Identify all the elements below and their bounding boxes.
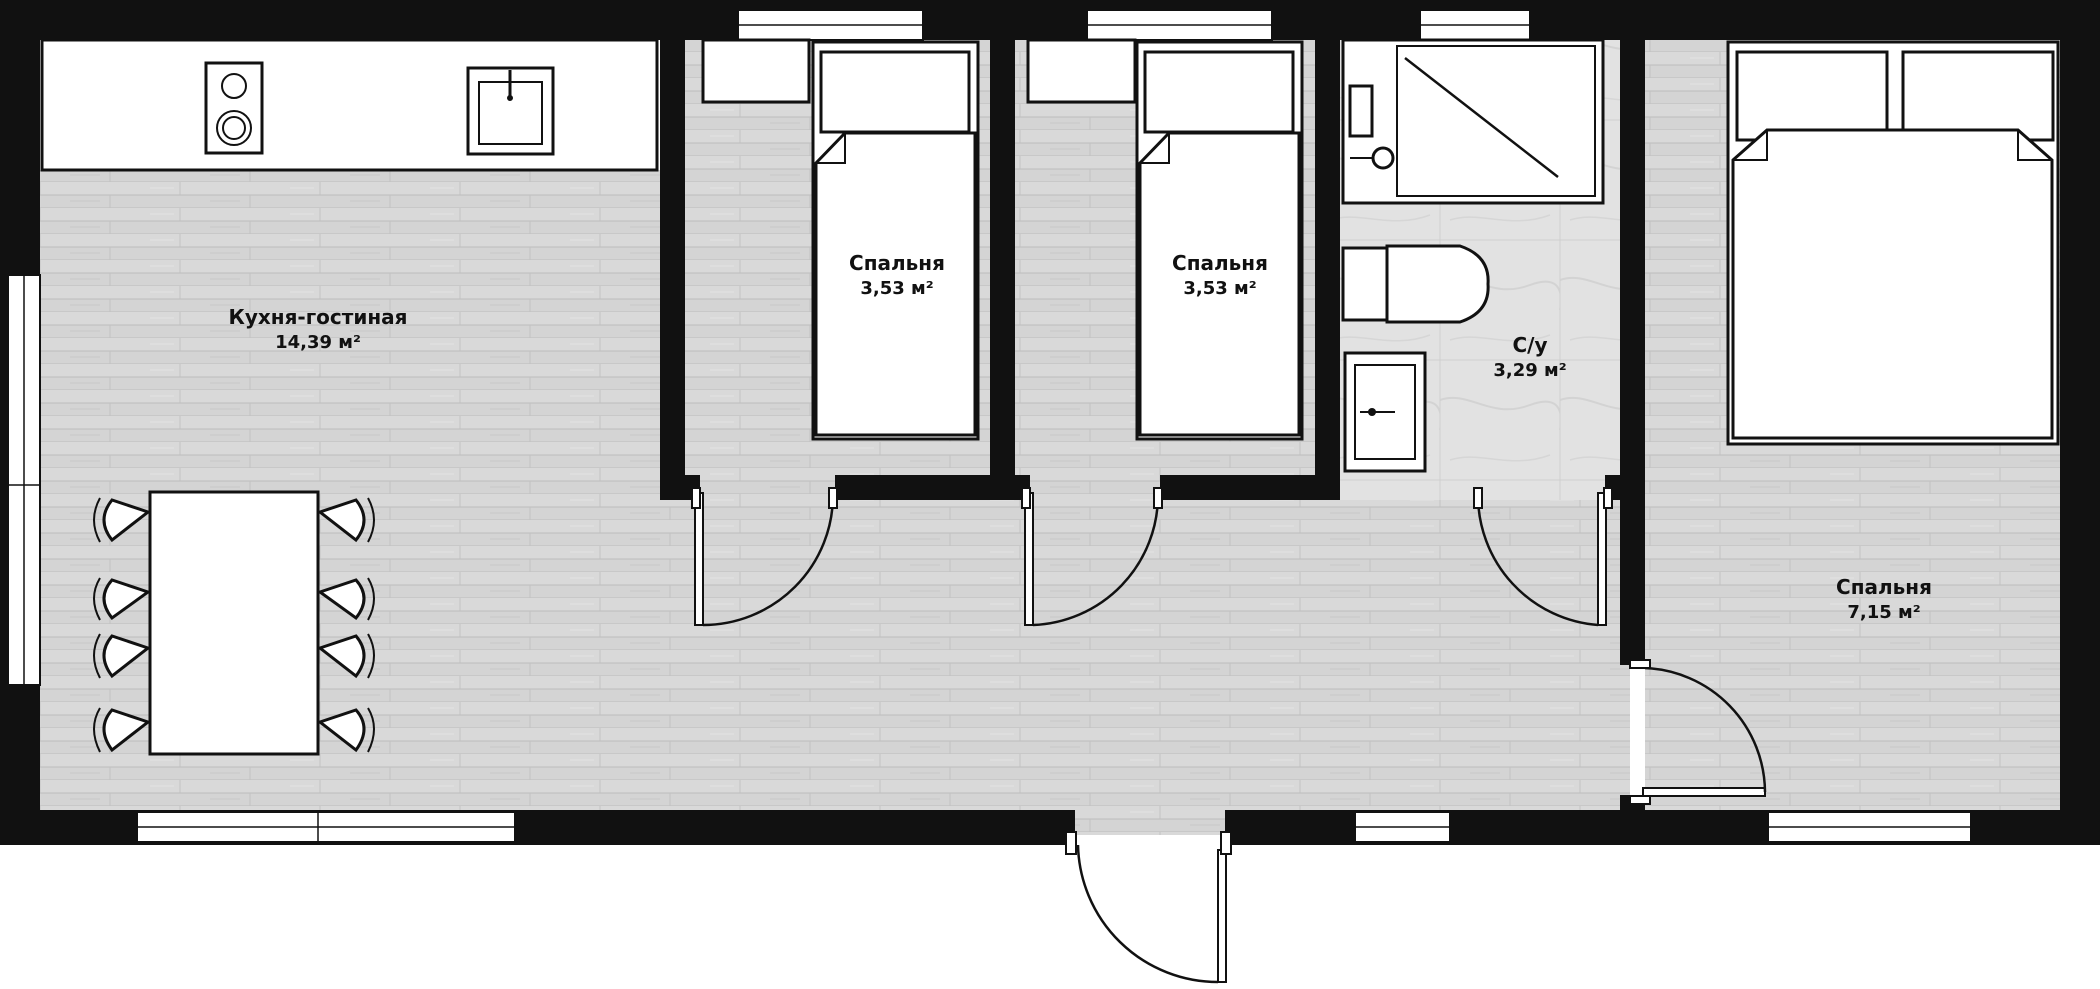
- chair-icon: [93, 633, 152, 679]
- entrance-floor: [1075, 810, 1225, 835]
- kitchen-area: 14,39 м²: [275, 332, 361, 353]
- chair-icon: [93, 577, 152, 621]
- dining-set: [93, 490, 375, 756]
- bathroom-label: С/у: [1512, 333, 1547, 357]
- chair-icon: [316, 633, 375, 679]
- kitchen-counter: [40, 38, 659, 172]
- bathroom-area: 3,29 м²: [1493, 360, 1566, 381]
- bedroom1-label: Спальня: [849, 251, 945, 275]
- wall-right: [2060, 0, 2100, 845]
- chair-icon: [316, 707, 375, 753]
- stove-icon: [204, 61, 264, 155]
- door-bedroom1: [691, 487, 838, 627]
- wall-bathroom-left: [1315, 40, 1340, 500]
- bedroom1-area: 3,53 м²: [860, 278, 933, 299]
- bathroom-furniture: [1341, 38, 1605, 473]
- dining-table: [148, 490, 320, 756]
- door-bedroom2: [1021, 487, 1163, 627]
- wall-bedroom3-left: [1620, 40, 1645, 665]
- room-labels: Кухня-гостиная 14,39 м² Спальня 3,53 м² …: [228, 251, 1932, 623]
- chair-icon: [316, 497, 375, 543]
- single-bed-icon: [811, 40, 980, 441]
- nightstand: [1026, 38, 1137, 104]
- single-bed-icon: [1135, 40, 1304, 441]
- doors: [691, 487, 1767, 984]
- nightstand: [701, 38, 811, 104]
- shower-icon: [1341, 38, 1605, 205]
- double-bed-icon: [1726, 40, 2060, 446]
- door-entrance: [1065, 831, 1232, 984]
- wall-bedroom1-left: [660, 40, 685, 500]
- door-bathroom: [1473, 487, 1613, 627]
- washbasin-icon: [1343, 351, 1427, 473]
- bedroom2-furniture: [1026, 38, 1304, 441]
- wall-bedroom2-front-r: [1160, 475, 1340, 500]
- bedroom3-label: Спальня: [1836, 575, 1932, 599]
- bedroom3-furniture: [1726, 40, 2060, 446]
- kitchen-floor: [40, 170, 660, 810]
- kitchen-label: Кухня-гостиная: [228, 305, 407, 329]
- door-bedroom3: [1629, 659, 1767, 805]
- bedroom1-furniture: [701, 38, 980, 441]
- bedroom2-area: 3,53 м²: [1183, 278, 1256, 299]
- bedroom3-area: 7,15 м²: [1847, 602, 1920, 623]
- wall-top: [0, 0, 2100, 40]
- chair-icon: [93, 707, 152, 753]
- wall-bedroom1-front-r: [835, 475, 1015, 500]
- chair-icon: [93, 497, 152, 543]
- wall-bedroom1-right: [990, 40, 1015, 500]
- bedroom2-label: Спальня: [1172, 251, 1268, 275]
- hall-floor: [660, 490, 1630, 810]
- chair-icon: [316, 577, 375, 621]
- kitchen-sink-icon: [466, 66, 555, 156]
- toilet-icon: [1341, 244, 1490, 324]
- windows: [7, 9, 1972, 843]
